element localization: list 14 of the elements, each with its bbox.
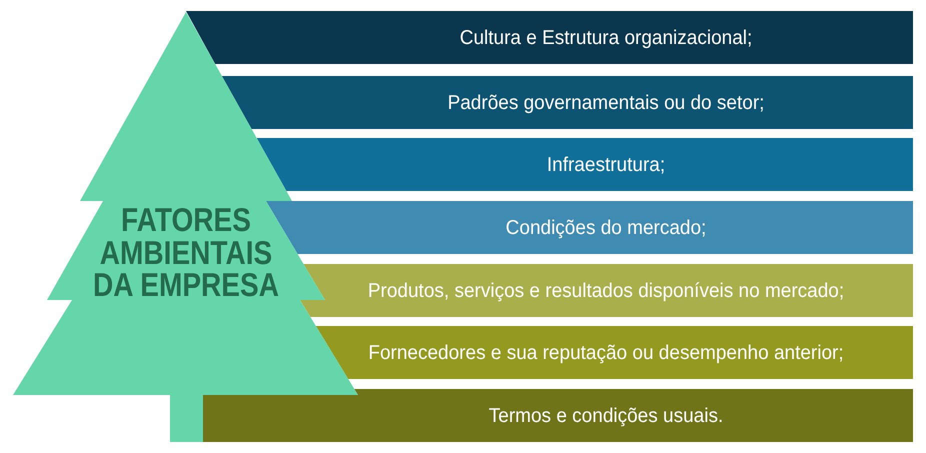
band-label: Produtos, serviços e resultados disponíveis no mercado; — [368, 278, 844, 302]
factor-band — [300, 264, 913, 317]
band-label: Fornecedores e sua reputação ou desempenho anterior; — [368, 340, 844, 364]
factor-band — [203, 389, 913, 442]
factor-band — [222, 76, 913, 129]
factor-band — [186, 11, 913, 64]
band-label: Cultura e Estrutura organizacional; — [460, 26, 752, 50]
band-label: Padrões governamentais ou do setor; — [448, 90, 764, 114]
factor-band — [256, 138, 913, 191]
band-label: Infraestrutura; — [546, 152, 666, 176]
band-label: Condições do mercado; — [506, 216, 706, 240]
factor-band — [316, 326, 913, 379]
band-label: Termos e condições usuais. — [488, 404, 724, 428]
tree-heading: FATORES AMBIENTAIS DA EMPRESA — [92, 204, 280, 302]
